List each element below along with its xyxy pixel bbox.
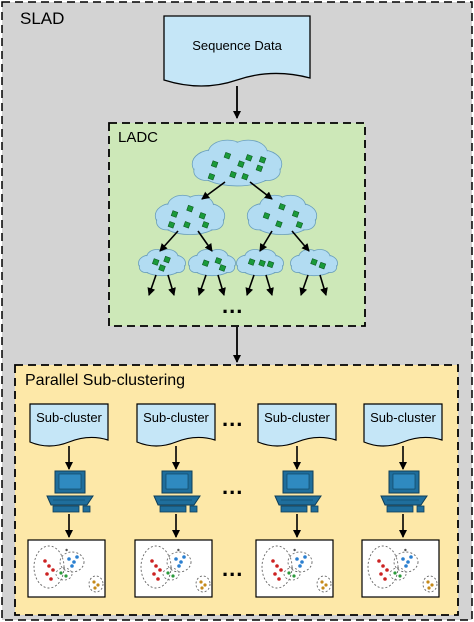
- subcluster-label: Sub-cluster: [264, 410, 330, 425]
- scatter-plot-icon: [255, 539, 334, 598]
- cloud-icon: [290, 249, 338, 277]
- parallel-subclustering-label: Parallel Sub-clustering: [25, 372, 186, 389]
- scatter-plot-icon: [134, 539, 213, 598]
- subcluster-document-icon: [29, 403, 109, 447]
- computer-icon: [380, 470, 428, 513]
- subcluster-label: Sub-cluster: [143, 410, 209, 425]
- scatter-plot-icon: [361, 539, 440, 598]
- cloud-icon: [138, 249, 186, 277]
- arrow-icon: [249, 181, 273, 200]
- arrow-icon: [299, 274, 309, 296]
- subcluster-document-icon: [136, 403, 216, 447]
- arrow-icon: [167, 274, 176, 296]
- computer-icon: [274, 470, 322, 513]
- ladc-label: LADC: [118, 129, 159, 146]
- arrow-icon: [197, 230, 213, 252]
- ladc-ellipsis: ...: [222, 293, 244, 318]
- arrow-icon: [291, 230, 310, 252]
- subcluster-label: Sub-cluster: [36, 410, 102, 425]
- plot-ellipsis: ...: [222, 556, 244, 581]
- subcluster-label: Sub-cluster: [370, 410, 436, 425]
- arrow-icon: [259, 230, 273, 252]
- computer-icon: [153, 470, 201, 513]
- sequence-data-label: Sequence Data: [192, 38, 282, 53]
- arrow-icon: [159, 230, 179, 252]
- subcluster-document-icon: [363, 403, 443, 447]
- document-icon: [163, 15, 311, 87]
- subcluster-ellipsis: ...: [222, 406, 244, 431]
- cloud-icon: [191, 139, 283, 187]
- cloud-icon: [246, 194, 318, 235]
- scatter-plot-icon: [27, 539, 106, 598]
- cloud-icon: [236, 249, 284, 277]
- cloud-icon: [154, 194, 226, 235]
- subcluster-document-icon: [257, 403, 337, 447]
- cloud-icon: [188, 249, 236, 277]
- arrow-icon: [217, 274, 226, 296]
- arrow-icon: [319, 274, 328, 296]
- arrow-icon: [245, 274, 255, 296]
- computer-ellipsis: ...: [222, 474, 244, 499]
- arrow-icon: [197, 274, 207, 296]
- slad-label: SLAD: [20, 9, 65, 28]
- arrow-icon: [201, 181, 226, 200]
- arrow-icon: [265, 274, 274, 296]
- computer-icon: [46, 470, 94, 513]
- arrow-icon: [147, 274, 157, 296]
